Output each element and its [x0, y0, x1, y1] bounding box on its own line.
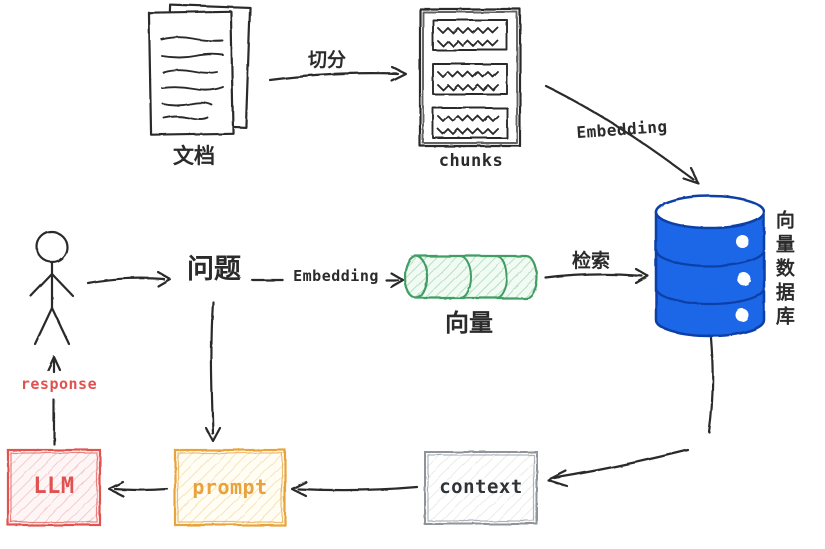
split-edge-label: 切分 — [307, 49, 346, 71]
vector-label: 向量 — [445, 309, 493, 337]
embedding-docs-arrow — [544, 84, 701, 186]
db-to-context-arrow — [546, 336, 714, 488]
retrieval-arrow — [544, 267, 650, 285]
retrieval-edge-label: 检索 — [571, 250, 610, 272]
context-to-prompt-arrow — [290, 480, 419, 498]
embedding-question-label: Embedding — [293, 267, 379, 285]
context-label: context — [439, 476, 523, 498]
llm-box — [6, 448, 102, 527]
question-to-prompt-arrow — [204, 300, 222, 443]
response-arrow — [46, 355, 62, 446]
embedding-question-arrow — [250, 271, 405, 289]
person-to-question-arrow — [86, 270, 172, 288]
chunks-label: chunks — [438, 151, 504, 171]
vector-cylinder — [403, 254, 539, 300]
documents-label: 文档 — [173, 144, 215, 168]
response-edge-label: response — [20, 375, 98, 393]
prompt-box — [173, 448, 287, 527]
prompt-label: prompt — [192, 475, 268, 499]
split-arrow — [268, 65, 408, 83]
prompt-to-llm-arrow — [107, 480, 169, 498]
vector-db-label: 向量数据库 — [772, 210, 795, 330]
llm-label: LLM — [33, 474, 75, 499]
person-icon — [29, 230, 75, 346]
chunks-box — [418, 7, 522, 148]
vector-db-cylinder — [654, 194, 766, 338]
question-label: 问题 — [187, 254, 241, 285]
documents-icon — [147, 3, 252, 136]
context-box — [424, 451, 538, 525]
